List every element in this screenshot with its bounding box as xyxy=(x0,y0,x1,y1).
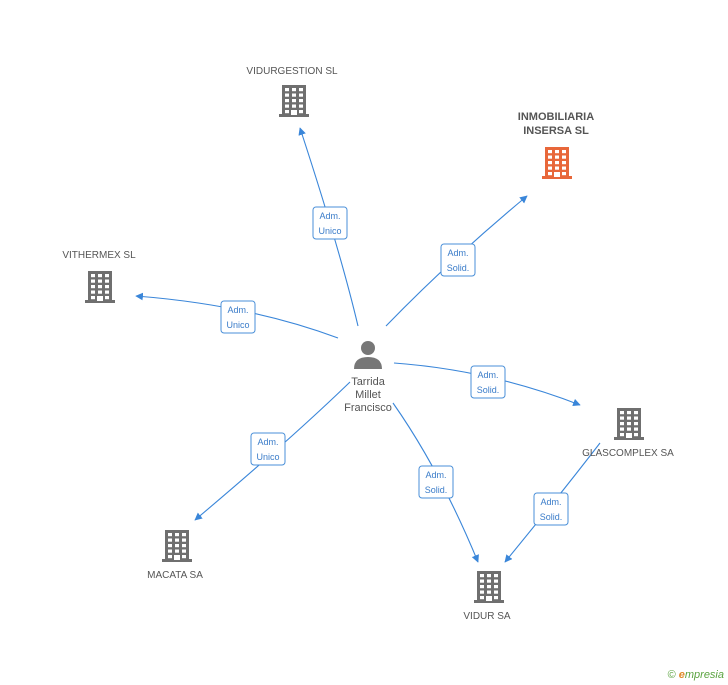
edge-label-box[interactable] xyxy=(220,300,256,334)
company-name-label: VITHERMEX SL xyxy=(62,250,136,261)
edge-label-text: Adm. xyxy=(540,497,561,507)
edge-label-text: Adm. xyxy=(319,211,340,221)
building-icon xyxy=(162,530,192,562)
footer-brand: ©empresia xyxy=(668,669,724,681)
brand-logo-initial: e xyxy=(678,669,685,681)
edge-label-text: Adm. xyxy=(447,248,468,258)
relation-edge: Adm. Solid. xyxy=(385,195,528,327)
relation-edge: Adm. Unico xyxy=(298,127,359,327)
building-icon xyxy=(542,147,572,179)
edge-label-box[interactable] xyxy=(533,492,569,526)
person-name-label: Tarrida xyxy=(351,376,386,388)
relation-edge: Adm. Solid. xyxy=(393,362,581,407)
company-node-vithermex[interactable]: VITHERMEX SL xyxy=(62,250,136,303)
edge-label-text: Adm. xyxy=(425,470,446,480)
company-name-label: INSERSA SL xyxy=(523,125,589,137)
company-name-label: VIDURGESTION SL xyxy=(246,66,338,77)
company-name-label: VIDUR SA xyxy=(463,611,511,622)
company-name-label: INMOBILIARIA xyxy=(518,111,594,123)
edge-label-text: Solid. xyxy=(425,485,448,495)
relation-edge: Adm. Solid. xyxy=(504,442,601,563)
edge-label-text: Solid. xyxy=(540,512,563,522)
edge-label-text: Unico xyxy=(318,226,341,236)
edge-label-box[interactable] xyxy=(312,206,348,240)
building-icon xyxy=(614,408,644,440)
edge-label-text: Solid. xyxy=(477,385,500,395)
building-icon xyxy=(85,271,115,303)
person-name-label: Francisco xyxy=(344,402,392,414)
copyright-symbol: © xyxy=(667,669,676,681)
edge-label-box[interactable] xyxy=(418,465,454,499)
relation-edge: Adm. Unico xyxy=(194,381,351,521)
edge-label-text: Adm. xyxy=(477,370,498,380)
relation-edge: Adm. Solid. xyxy=(392,402,479,563)
building-icon xyxy=(474,571,504,603)
building-icon xyxy=(279,85,309,117)
company-node-vidurgestion[interactable]: VIDURGESTION SL xyxy=(246,66,338,117)
person-name-label: Millet xyxy=(355,389,381,401)
relation-edge: Adm. Unico xyxy=(135,292,339,339)
brand-logo-text: mpresia xyxy=(684,669,724,681)
edge-label-text: Adm. xyxy=(227,305,248,315)
edge-label-box[interactable] xyxy=(440,243,476,277)
company-node-vidur[interactable]: VIDUR SA xyxy=(463,571,511,622)
company-name-label: MACATA SA xyxy=(147,570,203,581)
company-node-inmobiliaria[interactable]: INMOBILIARIA INSERSA SL xyxy=(518,111,594,179)
edges-layer: Adm.UnicoAdm.Solid.Adm.UnicoAdm.Solid.Ad… xyxy=(135,127,601,563)
company-name-label: GLASCOMPLEX SA xyxy=(582,448,674,459)
edge-label-box[interactable] xyxy=(250,432,286,466)
person-icon xyxy=(354,341,382,369)
edge-label-text: Adm. xyxy=(257,437,278,447)
edge-label-text: Solid. xyxy=(447,263,470,273)
company-node-macata[interactable]: MACATA SA xyxy=(147,530,203,581)
company-node-glascomplex[interactable]: GLASCOMPLEX SA xyxy=(582,408,674,459)
edge-label-text: Unico xyxy=(226,320,249,330)
edge-label-box[interactable] xyxy=(470,365,506,399)
edge-label-text: Unico xyxy=(256,452,279,462)
